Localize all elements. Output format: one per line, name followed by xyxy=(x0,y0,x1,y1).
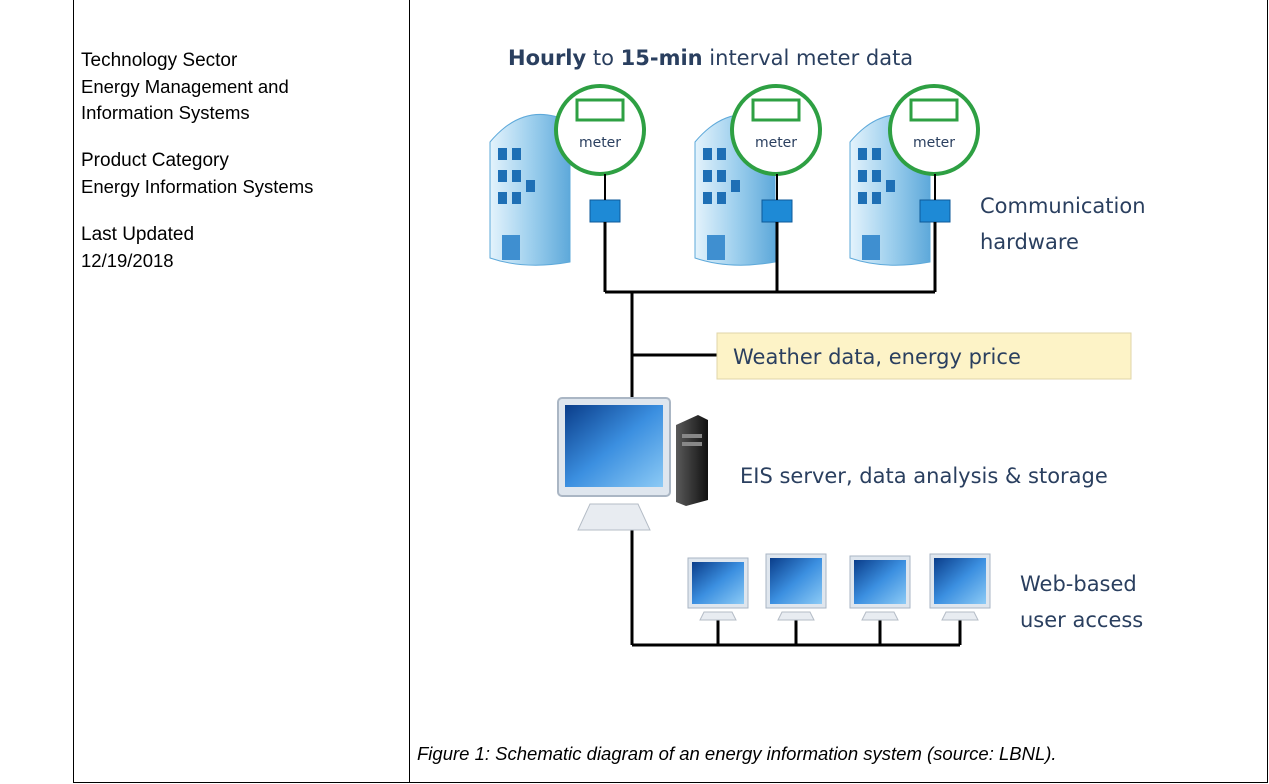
eis-schematic-diagram: Hourly to 15-min interval meter data met… xyxy=(489,46,1146,647)
technology-sector-value-line1: Energy Management and xyxy=(81,76,289,97)
client-monitor-4 xyxy=(929,553,991,621)
technology-sector-label: Technology Sector xyxy=(81,50,238,71)
svg-text:meter: meter xyxy=(913,135,955,151)
building-1 xyxy=(489,114,571,266)
figure-caption: Figure 1: Schematic diagram of an energy… xyxy=(417,743,1057,764)
comm-box-3 xyxy=(919,199,951,223)
svg-text:meter: meter xyxy=(755,135,797,151)
eis-schematic-figure: Hourly to 15-min interval meter data met… xyxy=(440,30,1230,680)
meter-icon-2: meter xyxy=(730,84,822,176)
comm-box-2 xyxy=(761,199,793,223)
web-access-label-line1: Web-based xyxy=(1020,572,1137,596)
client-monitor-3 xyxy=(849,555,911,621)
last-updated-value: 12/19/2018 xyxy=(81,250,174,271)
last-updated-label: Last Updated xyxy=(81,224,195,245)
comm-box-1 xyxy=(589,199,621,223)
technology-sector-group: Technology Sector Energy Management and … xyxy=(81,48,401,126)
metadata-column: Technology Sector Energy Management and … xyxy=(81,48,401,296)
web-access-label-line2: user access xyxy=(1020,608,1143,632)
technology-sector-value-line2: Information Systems xyxy=(81,102,250,123)
client-monitor-2 xyxy=(765,553,827,621)
eis-server-label: EIS server, data analysis & storage xyxy=(740,464,1108,488)
product-category-group: Product Category Energy Information Syst… xyxy=(81,148,401,200)
weather-data-box xyxy=(716,332,1132,380)
product-category-label: Product Category xyxy=(81,150,229,171)
last-updated-group: Last Updated 12/19/2018 xyxy=(81,222,401,274)
column-divider xyxy=(409,0,410,783)
product-category-value: Energy Information Systems xyxy=(81,176,314,197)
meter-icon-3: meter xyxy=(888,84,980,176)
server-computer-icon xyxy=(557,397,708,531)
svg-text:meter: meter xyxy=(579,135,621,151)
comm-hardware-label-line2: hardware xyxy=(980,230,1079,254)
comm-hardware-label-line1: Communication xyxy=(980,194,1146,218)
diagram-title: Hourly to 15-min interval meter data xyxy=(508,46,913,70)
meter-icon-1: meter xyxy=(554,84,646,176)
table-frame xyxy=(73,0,1268,783)
client-monitor-1 xyxy=(687,557,749,621)
weather-data-label: Weather data, energy price xyxy=(733,345,1021,369)
